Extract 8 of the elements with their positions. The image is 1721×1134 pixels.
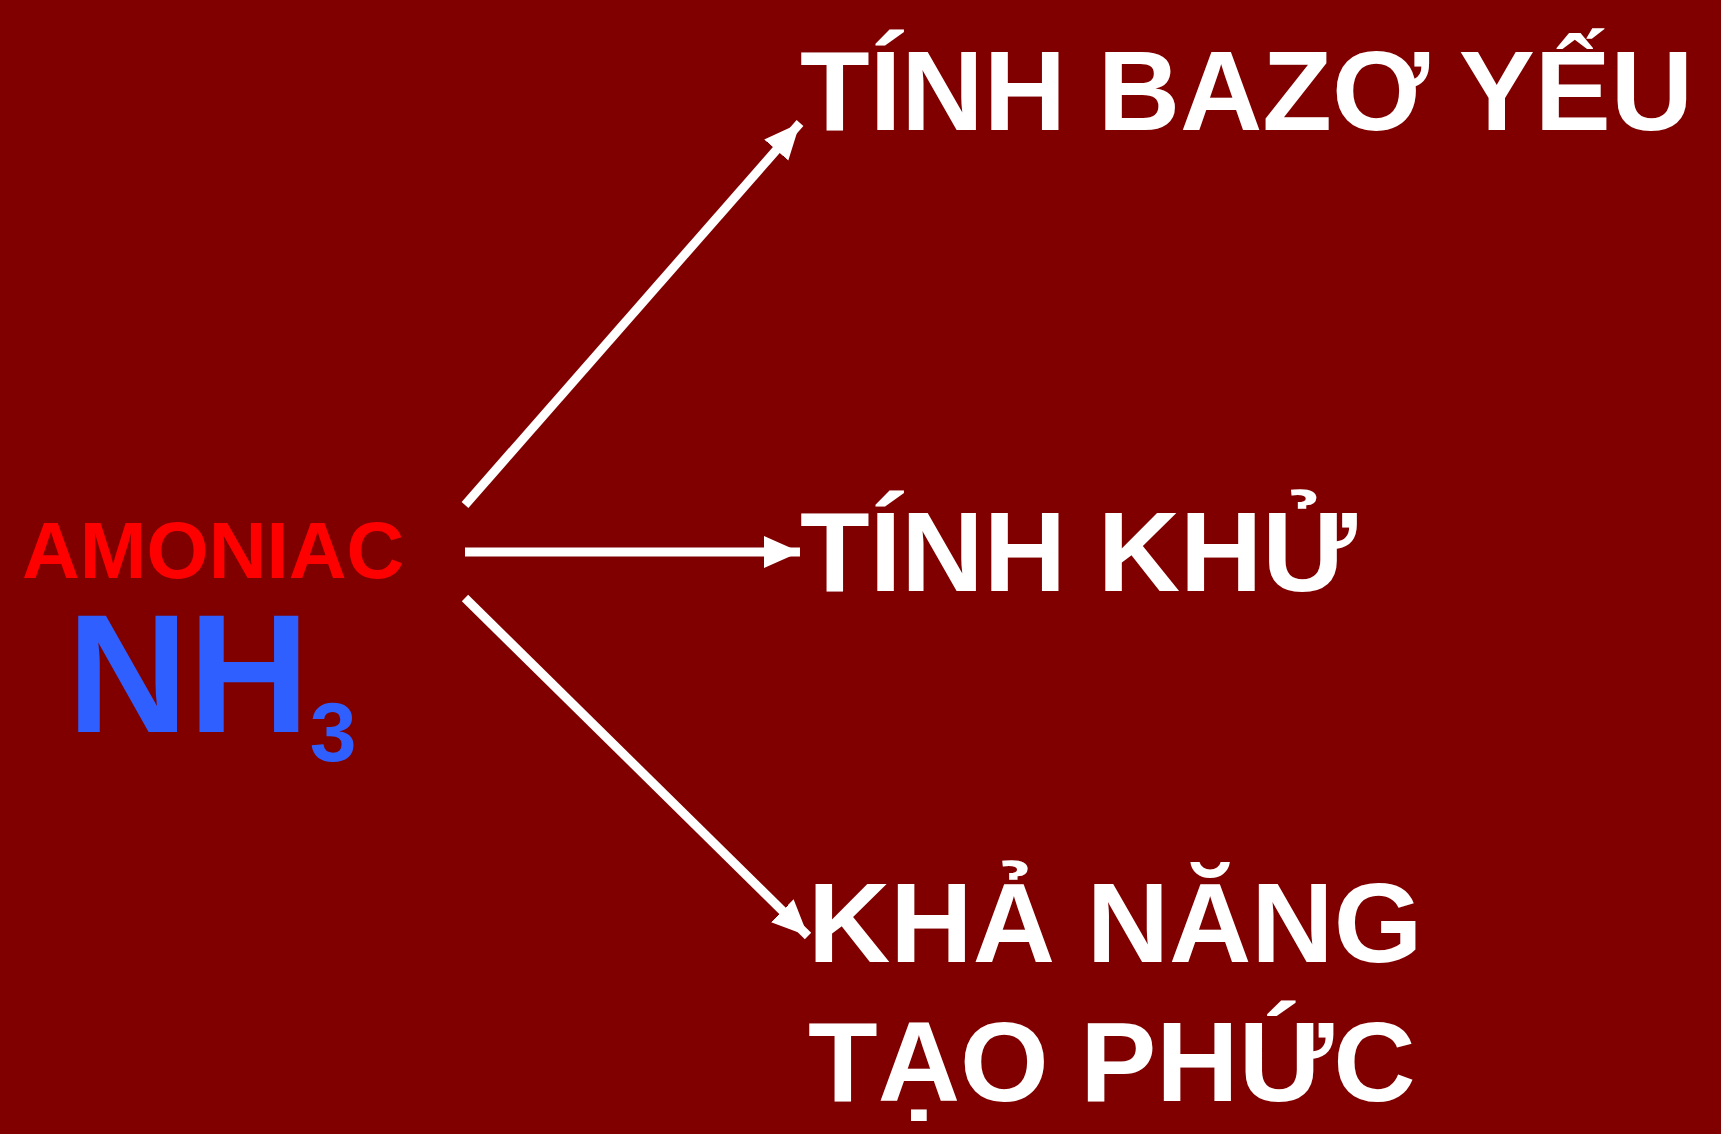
property-label: TÍNH BAZƠ YẾU <box>800 26 1695 156</box>
arrow <box>461 120 804 508</box>
arrow <box>465 536 800 568</box>
property-label: KHẢ NĂNG TẠO PHỨC <box>808 858 1424 1128</box>
formula-label: NH$_{3}$ <box>67 590 357 775</box>
arrow <box>461 594 812 940</box>
name-label: AMONIAC <box>22 511 405 591</box>
property-label: TÍNH KHỬ <box>800 487 1358 617</box>
